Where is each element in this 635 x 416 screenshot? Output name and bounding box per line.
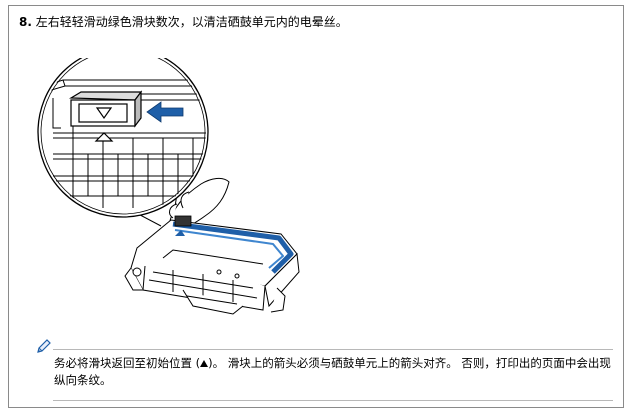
instruction-frame: 8. 左右轻轻滑动绿色滑块数次，以清洁硒鼓单元内的电晕丝。 bbox=[8, 5, 624, 408]
pencil-note-icon bbox=[37, 339, 51, 353]
corona-wire-highlight bbox=[172, 221, 294, 274]
step-text: 左右轻轻滑动绿色滑块数次，以清洁硒鼓单元内的电晕丝。 bbox=[35, 15, 348, 29]
drum-unit-slider-illustration bbox=[37, 58, 300, 315]
step-line: 8. 左右轻轻滑动绿色滑块数次，以清洁硒鼓单元内的电晕丝。 bbox=[19, 14, 348, 30]
step-number: 8. bbox=[19, 15, 32, 29]
drum-unit bbox=[124, 219, 300, 315]
left-arrow-icon bbox=[146, 101, 184, 123]
note-divider-bottom bbox=[53, 400, 613, 401]
up-triangle-icon bbox=[200, 360, 209, 367]
note-text: 务必将滑块返回至初始位置 ()。 滑块上的箭头必须与硒鼓单元上的箭头对齐。 否则… bbox=[54, 356, 611, 387]
note-divider-top bbox=[53, 349, 613, 350]
green-slider[interactable] bbox=[174, 215, 192, 227]
zoom-circle bbox=[37, 58, 209, 218]
